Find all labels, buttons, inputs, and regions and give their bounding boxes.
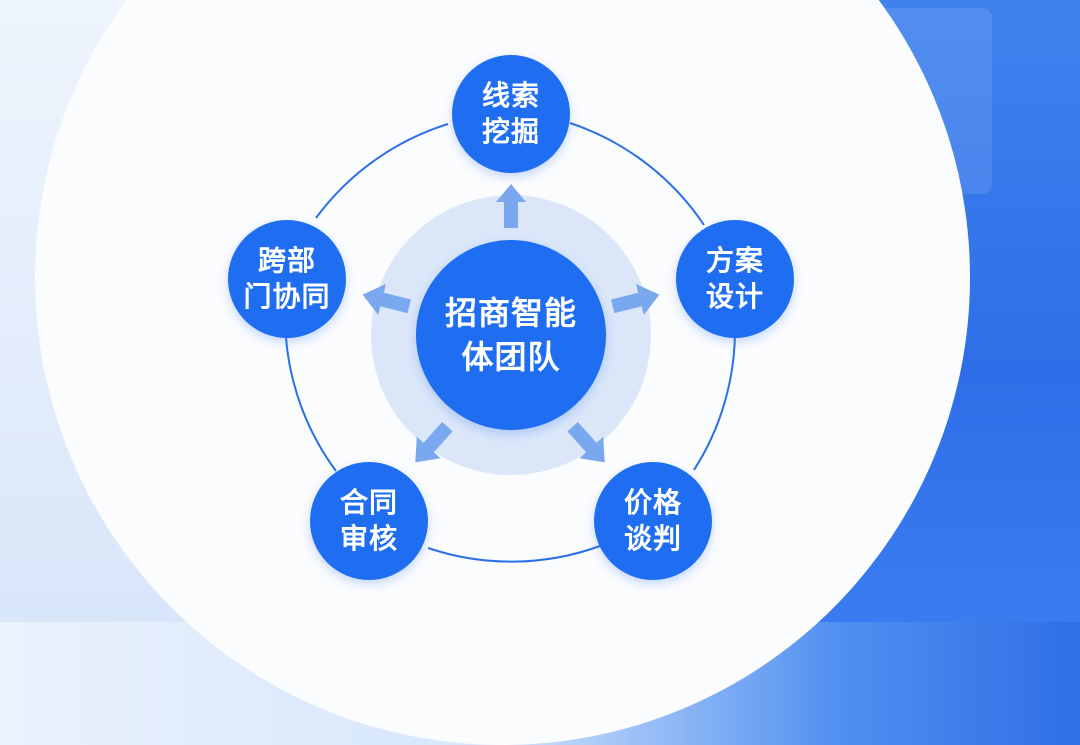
center-label-line2: 体团队 bbox=[461, 338, 561, 376]
node-contract-review-line2: 审核 bbox=[339, 522, 398, 555]
node-contract-review-line1: 合同 bbox=[339, 486, 398, 519]
node-cross-dept-collab-line1: 跨部 bbox=[257, 244, 316, 277]
arc-contract-to-crossdept bbox=[285, 337, 337, 472]
direction-arrows bbox=[362, 184, 660, 463]
node-solution-design-line1: 方案 bbox=[705, 244, 764, 277]
node-solution-design: 方案 设计 bbox=[676, 220, 794, 338]
node-lead-mining-line2: 挖掘 bbox=[481, 115, 540, 148]
connector-arcs bbox=[285, 122, 736, 563]
arrow-to-contract-review bbox=[415, 421, 453, 463]
center-node-team: 招商智能 体团队 bbox=[416, 240, 606, 430]
arc-price-to-contract bbox=[427, 545, 601, 563]
node-price-negotiation-line2: 谈判 bbox=[623, 522, 682, 555]
node-cross-dept-collab: 跨部 门协同 bbox=[228, 220, 346, 338]
arc-solution-to-price bbox=[693, 329, 736, 471]
node-price-negotiation: 价格 谈判 bbox=[594, 462, 712, 580]
arrow-to-lead-mining bbox=[496, 184, 526, 228]
arrow-to-price-negotiation bbox=[567, 421, 605, 463]
center-label-line1: 招商智能 bbox=[444, 294, 577, 332]
node-price-negotiation-line1: 价格 bbox=[623, 486, 682, 519]
arc-lead-to-solution bbox=[569, 122, 705, 226]
node-lead-mining: 线索 挖掘 bbox=[452, 55, 570, 173]
node-solution-design-line2: 设计 bbox=[705, 280, 764, 313]
arrow-to-cross-dept bbox=[362, 283, 411, 316]
node-cross-dept-collab-line2: 门协同 bbox=[243, 280, 331, 313]
node-lead-mining-line1: 线索 bbox=[481, 79, 540, 112]
arc-crossdept-to-lead bbox=[315, 123, 449, 219]
arrow-to-solution-design bbox=[611, 283, 660, 316]
node-contract-review: 合同 审核 bbox=[310, 462, 428, 580]
